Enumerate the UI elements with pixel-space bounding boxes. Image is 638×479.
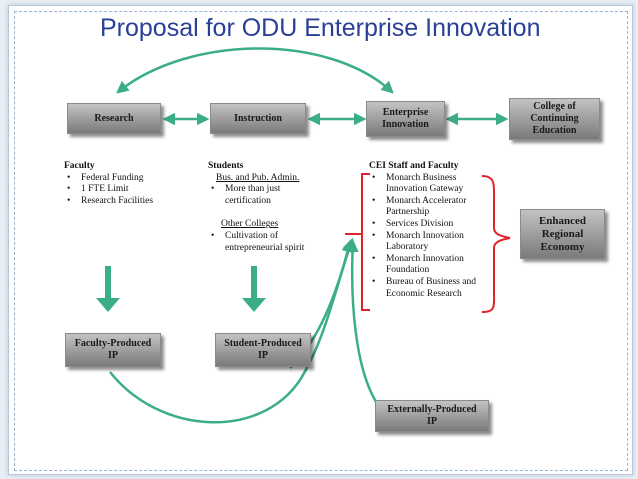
slide-border (14, 11, 628, 471)
list-item: Bureau of Business and Economic Research (369, 277, 487, 300)
students-column: Students Bus. and Pub. Admin. More than … (208, 161, 320, 254)
research-box: Research (67, 103, 161, 134)
students-heading: Students (208, 161, 244, 171)
slide-title: Proposal for ODU Enterprise Innovation (100, 14, 541, 42)
list-item: Services Division (369, 219, 487, 231)
cei-column: CEI Staff and Faculty Monarch Business I… (369, 161, 487, 300)
list-item: Monarch Innovation Laboratory (369, 231, 487, 254)
arc-research-enterprise (116, 47, 394, 94)
curve-faculty-ip (109, 237, 355, 424)
list-item: Federal Funding (64, 173, 194, 185)
students-sub-bus: Bus. and Pub. Admin. (216, 172, 300, 183)
instruction-box: Instruction (210, 103, 306, 134)
regional-economy-box: Enhanced Regional Economy (520, 209, 605, 259)
bracket-right (481, 175, 511, 313)
students-sub-other: Other Colleges (221, 219, 279, 230)
list-item: Cultivation of entrepreneurial spirit (208, 231, 320, 254)
college-box: College of Continuing Education (509, 98, 600, 140)
list-item: Monarch Business Innovation Gateway (369, 173, 487, 196)
enterprise-innovation-box: Enterprise Innovation (366, 101, 445, 137)
down-arrow-faculty (96, 266, 120, 312)
bracket-left (361, 173, 370, 311)
list-item: Monarch Innovation Foundation (369, 254, 487, 277)
list-item: More than just certification (208, 184, 320, 207)
list-item: 1 FTE Limit (64, 184, 194, 196)
faculty-column: Faculty Federal Funding 1 FTE Limit Rese… (64, 161, 194, 207)
cei-heading: CEI Staff and Faculty (369, 161, 459, 171)
faculty-heading: Faculty (64, 161, 95, 171)
list-item: Research Facilities (64, 196, 194, 208)
curve-external-ip (346, 239, 380, 406)
list-item: Monarch Accelerator Partnership (369, 196, 487, 219)
student-ip-box: Student-Produced IP (215, 333, 311, 367)
faculty-ip-box: Faculty-Produced IP (65, 333, 161, 367)
down-arrow-student (242, 266, 266, 312)
external-ip-box: Externally-Produced IP (375, 400, 489, 432)
